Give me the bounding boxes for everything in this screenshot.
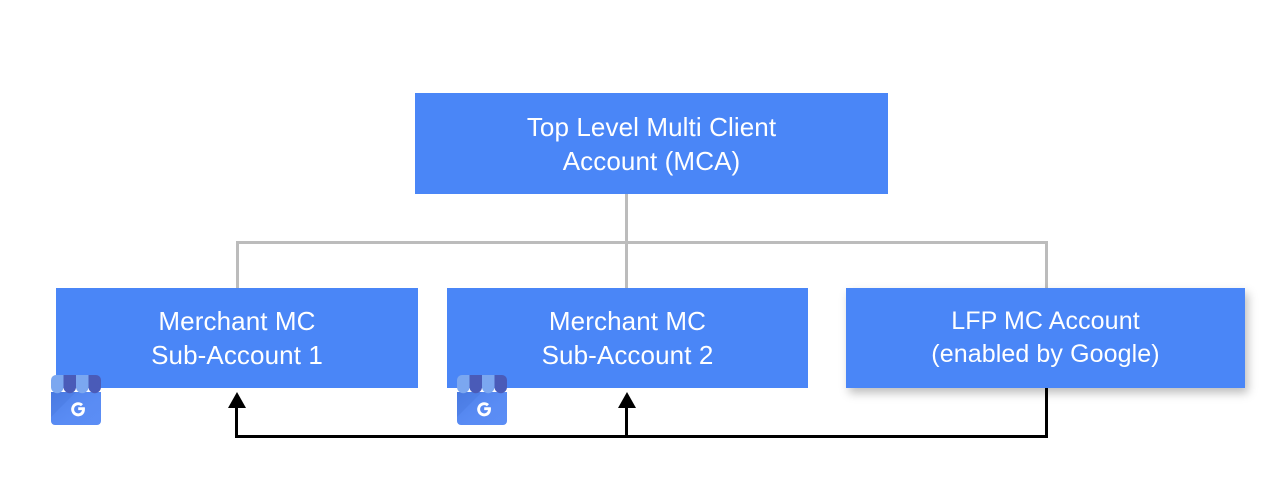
feedback-line-horizontal (236, 435, 1048, 438)
feedback-arrowhead-sub1 (228, 392, 246, 408)
feedback-line-to-sub1 (235, 404, 238, 438)
node-top-level-mca-label: Top Level Multi Client Account (MCA) (526, 111, 777, 176)
connector-horizontal-bus (236, 241, 1048, 244)
google-my-business-storefront-icon (44, 368, 108, 432)
node-merchant-sub-account-1[interactable]: Merchant MC Sub-Account 1 (56, 288, 418, 388)
node-merchant-sub-account-2[interactable]: Merchant MC Sub-Account 2 (447, 288, 808, 388)
node-lfp-mc-account[interactable]: LFP MC Account (enabled by Google) (846, 288, 1245, 388)
node-lfp-mc-account-label: LFP MC Account (enabled by Google) (931, 307, 1160, 368)
feedback-line-from-lfp (1045, 388, 1048, 438)
connector-drop-sub2 (625, 241, 628, 290)
connector-drop-sub1 (236, 241, 239, 290)
connector-drop-lfp (1045, 241, 1048, 290)
google-my-business-storefront-icon (450, 368, 514, 432)
connector-top-stem (625, 194, 628, 243)
feedback-arrowhead-sub2 (618, 392, 636, 408)
node-merchant-sub-account-2-label: Merchant MC Sub-Account 2 (541, 306, 714, 370)
node-merchant-sub-account-1-label: Merchant MC Sub-Account 1 (151, 306, 323, 370)
feedback-line-to-sub2 (625, 404, 628, 438)
node-top-level-mca[interactable]: Top Level Multi Client Account (MCA) (415, 93, 888, 194)
